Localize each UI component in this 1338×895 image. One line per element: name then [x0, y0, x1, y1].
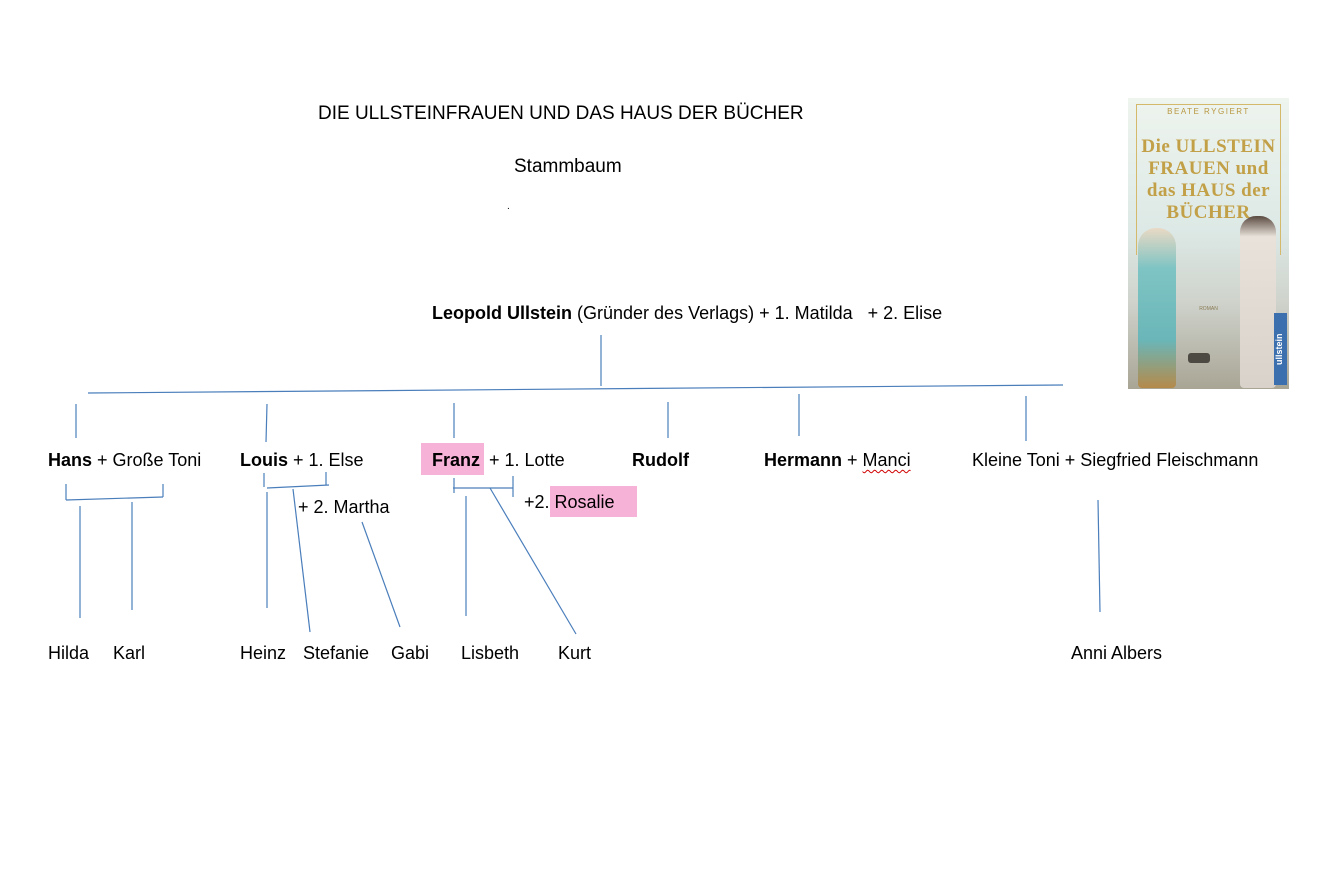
toni-couple: Kleine Toni + Siegfried Fleischmann	[972, 450, 1259, 470]
book-cover-image: BEATE RYGIERT Die ULLSTEIN FRAUEN und da…	[1128, 98, 1289, 389]
stray-mark: .	[507, 201, 510, 212]
franz-spouse-2-name: Rosalie	[549, 486, 637, 517]
hans-name: Hans	[48, 450, 93, 470]
document-subtitle: Stammbaum	[514, 156, 622, 177]
franz-spouse-2: +2. Rosalie	[524, 486, 637, 517]
grandchild-lisbeth: Lisbeth	[461, 643, 520, 663]
grandchild-gabi: Gabi	[391, 643, 430, 663]
cover-car	[1188, 353, 1210, 363]
root-name: Leopold Ullstein	[432, 303, 573, 323]
cover-woman-right	[1240, 216, 1276, 388]
hans-couple: Hans + Große Toni	[48, 449, 201, 471]
cover-genre: ROMAN	[1199, 306, 1218, 312]
stefanie-line	[292, 488, 311, 633]
grandchild-kurt: Kurt	[558, 643, 592, 663]
cover-author: BEATE RYGIERT	[1167, 107, 1250, 116]
louis-couple: Louis + 1. Else	[240, 449, 364, 471]
grandchild-hilda: Hilda	[48, 643, 90, 663]
hans-spouse: + Große Toni	[92, 450, 202, 470]
cover-frame	[1136, 104, 1281, 255]
louis-spouse: + 1. Else	[288, 450, 364, 470]
grandchild-heinz: Heinz	[240, 643, 287, 663]
hermann-couple: Hermann + Manci	[764, 449, 911, 471]
louis-spouse-2: + 2. Martha	[298, 497, 390, 517]
hermann-plus: +	[842, 450, 863, 470]
rudolf-name: Rudolf	[632, 450, 689, 470]
cover-woman-left	[1138, 228, 1176, 388]
grandchild-karl: Karl	[113, 643, 146, 663]
cover-title: Die ULLSTEIN FRAUEN und das HAUS der BÜC…	[1141, 136, 1276, 223]
franz-name: Franz	[421, 443, 485, 475]
hermann-spouse: Manci	[862, 450, 911, 470]
kurt-line	[489, 487, 577, 635]
root-details: (Gründer des Verlags) + 1. Matilda + 2. …	[572, 303, 943, 323]
franz-spouse-2-prefix: +2.	[524, 492, 555, 512]
sibling-bar	[87, 384, 1064, 394]
hermann-name: Hermann	[764, 450, 843, 470]
franz-couple: Franz + 1. Lotte	[421, 443, 565, 475]
louis-name: Louis	[240, 450, 288, 470]
louis-stem	[265, 403, 268, 443]
grandchild-anni-albers: Anni Albers	[1071, 643, 1163, 663]
document-title: DIE ULLSTEINFRAUEN UND DAS HAUS DER BÜCH…	[318, 103, 804, 124]
anni-line	[1097, 499, 1101, 613]
root-person: Leopold Ullstein (Gründer des Verlags) +…	[432, 302, 942, 324]
gabi-line	[361, 521, 401, 628]
grandchild-stefanie: Stefanie	[303, 643, 370, 663]
franz-spouse: + 1. Lotte	[484, 450, 565, 470]
